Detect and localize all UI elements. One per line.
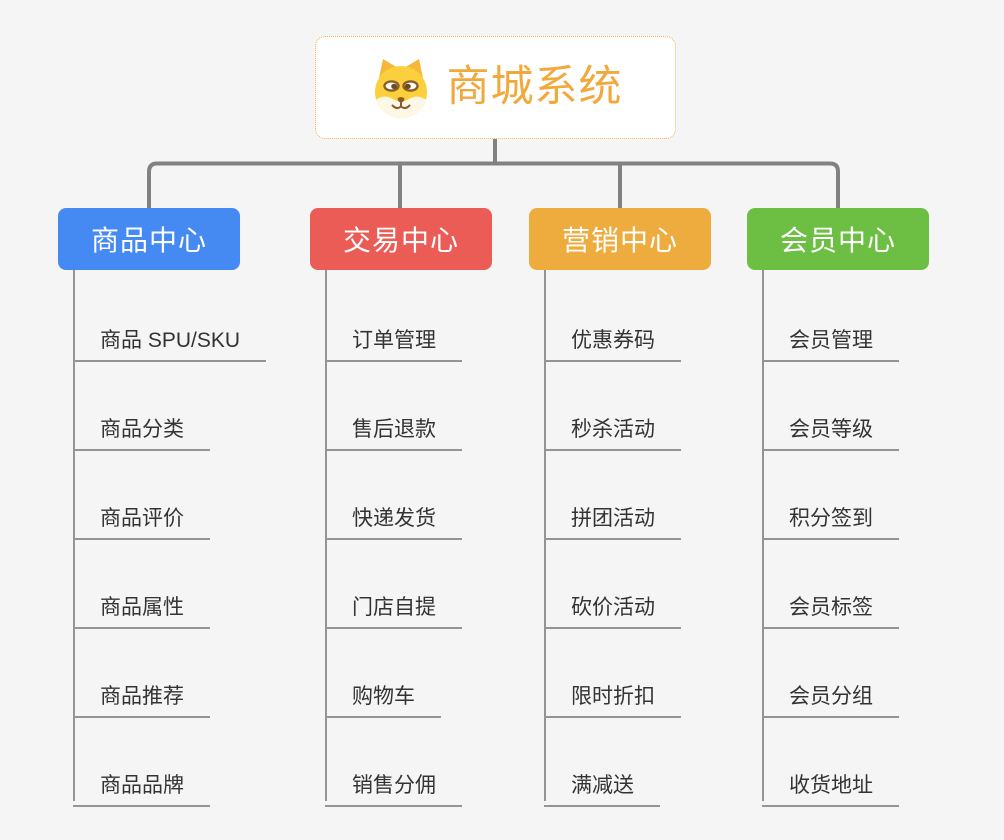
child-node[interactable]: 砍价活动 bbox=[544, 565, 681, 629]
branch-label: 营销中心 bbox=[561, 225, 678, 256]
child-node[interactable]: 会员管理 bbox=[762, 298, 899, 362]
branch-connector-line bbox=[762, 270, 764, 801]
child-node[interactable]: 订单管理 bbox=[325, 298, 462, 362]
branch-children-product-center: 商品 SPU/SKU 商品分类 商品评价 商品属性 商品推荐 商品品牌 bbox=[73, 270, 313, 810]
child-node[interactable]: 积分签到 bbox=[762, 476, 899, 540]
child-node[interactable]: 收货地址 bbox=[762, 743, 899, 807]
shiba-dog-icon bbox=[374, 58, 427, 118]
root-title: 商城系统 bbox=[446, 63, 623, 111]
root-node[interactable]: 商城系统 bbox=[315, 36, 676, 139]
branch-label: 交易中心 bbox=[342, 225, 459, 256]
child-node[interactable]: 销售分佣 bbox=[325, 743, 462, 807]
branch-node-product-center[interactable]: 商品中心 bbox=[58, 208, 240, 270]
child-node[interactable]: 商品推荐 bbox=[73, 654, 210, 718]
branch-children-trade-center: 订单管理 售后退款 快递发货 门店自提 购物车 销售分佣 bbox=[325, 270, 565, 810]
child-node[interactable]: 会员标签 bbox=[762, 565, 899, 629]
child-node[interactable]: 秒杀活动 bbox=[544, 387, 681, 451]
child-node[interactable]: 会员分组 bbox=[762, 654, 899, 718]
child-node[interactable]: 门店自提 bbox=[325, 565, 462, 629]
child-node[interactable]: 会员等级 bbox=[762, 387, 899, 451]
branch-node-trade-center[interactable]: 交易中心 bbox=[310, 208, 492, 270]
child-node[interactable]: 购物车 bbox=[325, 654, 441, 718]
branch-node-marketing-center[interactable]: 营销中心 bbox=[529, 208, 711, 270]
child-node[interactable]: 限时折扣 bbox=[544, 654, 681, 718]
child-node[interactable]: 商品 SPU/SKU bbox=[73, 298, 267, 362]
child-node[interactable]: 售后退款 bbox=[325, 387, 462, 451]
child-node[interactable]: 商品分类 bbox=[73, 387, 210, 451]
branch-connector-line bbox=[544, 270, 546, 801]
child-node[interactable]: 快递发货 bbox=[325, 476, 462, 540]
child-node[interactable]: 商品品牌 bbox=[73, 743, 210, 807]
branch-children-member-center: 会员管理 会员等级 积分签到 会员标签 会员分组 收货地址 bbox=[762, 270, 1002, 810]
child-node[interactable]: 拼团活动 bbox=[544, 476, 681, 540]
branch-node-member-center[interactable]: 会员中心 bbox=[747, 208, 929, 270]
branch-children-marketing-center: 优惠券码 秒杀活动 拼团活动 砍价活动 限时折扣 满减送 bbox=[544, 270, 784, 810]
child-node[interactable]: 满减送 bbox=[544, 743, 660, 807]
branch-label: 会员中心 bbox=[779, 225, 896, 256]
child-node[interactable]: 优惠券码 bbox=[544, 298, 681, 362]
branch-connector-line bbox=[73, 270, 75, 801]
branch-connector-line bbox=[325, 270, 327, 801]
child-node[interactable]: 商品评价 bbox=[73, 476, 210, 540]
child-node[interactable]: 商品属性 bbox=[73, 565, 210, 629]
branch-label: 商品中心 bbox=[90, 225, 207, 256]
